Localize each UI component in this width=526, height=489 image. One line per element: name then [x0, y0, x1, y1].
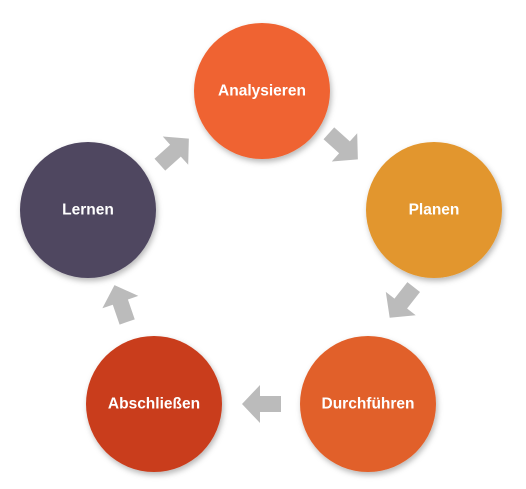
node-analysieren-label: Analysieren [218, 83, 306, 100]
arrow-durchfuehren-to-abschliessen-icon [242, 385, 281, 423]
node-lernen: Lernen [20, 142, 156, 278]
arrow-planen-to-durchfuehren-icon [385, 282, 421, 318]
node-abschliessen: Abschließen [86, 336, 222, 472]
arrow-abschliessen-to-lernen-icon [102, 285, 139, 325]
cycle-arrows [102, 127, 421, 423]
node-planen-label: Planen [409, 202, 460, 219]
arrow-lernen-to-analysieren-icon [154, 136, 189, 171]
node-durchfuehren-label: Durchführen [322, 396, 415, 413]
node-durchfuehren: Durchführen [300, 336, 436, 472]
node-lernen-circle [20, 142, 156, 278]
node-analysieren: Analysieren [194, 23, 330, 159]
node-planen-circle [366, 142, 502, 278]
node-planen: Planen [366, 142, 502, 278]
node-lernen-label: Lernen [62, 202, 114, 219]
node-abschliessen-label: Abschließen [108, 396, 200, 413]
node-analysieren-circle [194, 23, 330, 159]
cycle-nodes: Analysieren Planen Durchführen Abschließ… [20, 23, 502, 472]
arrow-analysieren-to-planen-icon [323, 127, 358, 162]
node-abschliessen-circle [86, 336, 222, 472]
node-durchfuehren-circle [300, 336, 436, 472]
